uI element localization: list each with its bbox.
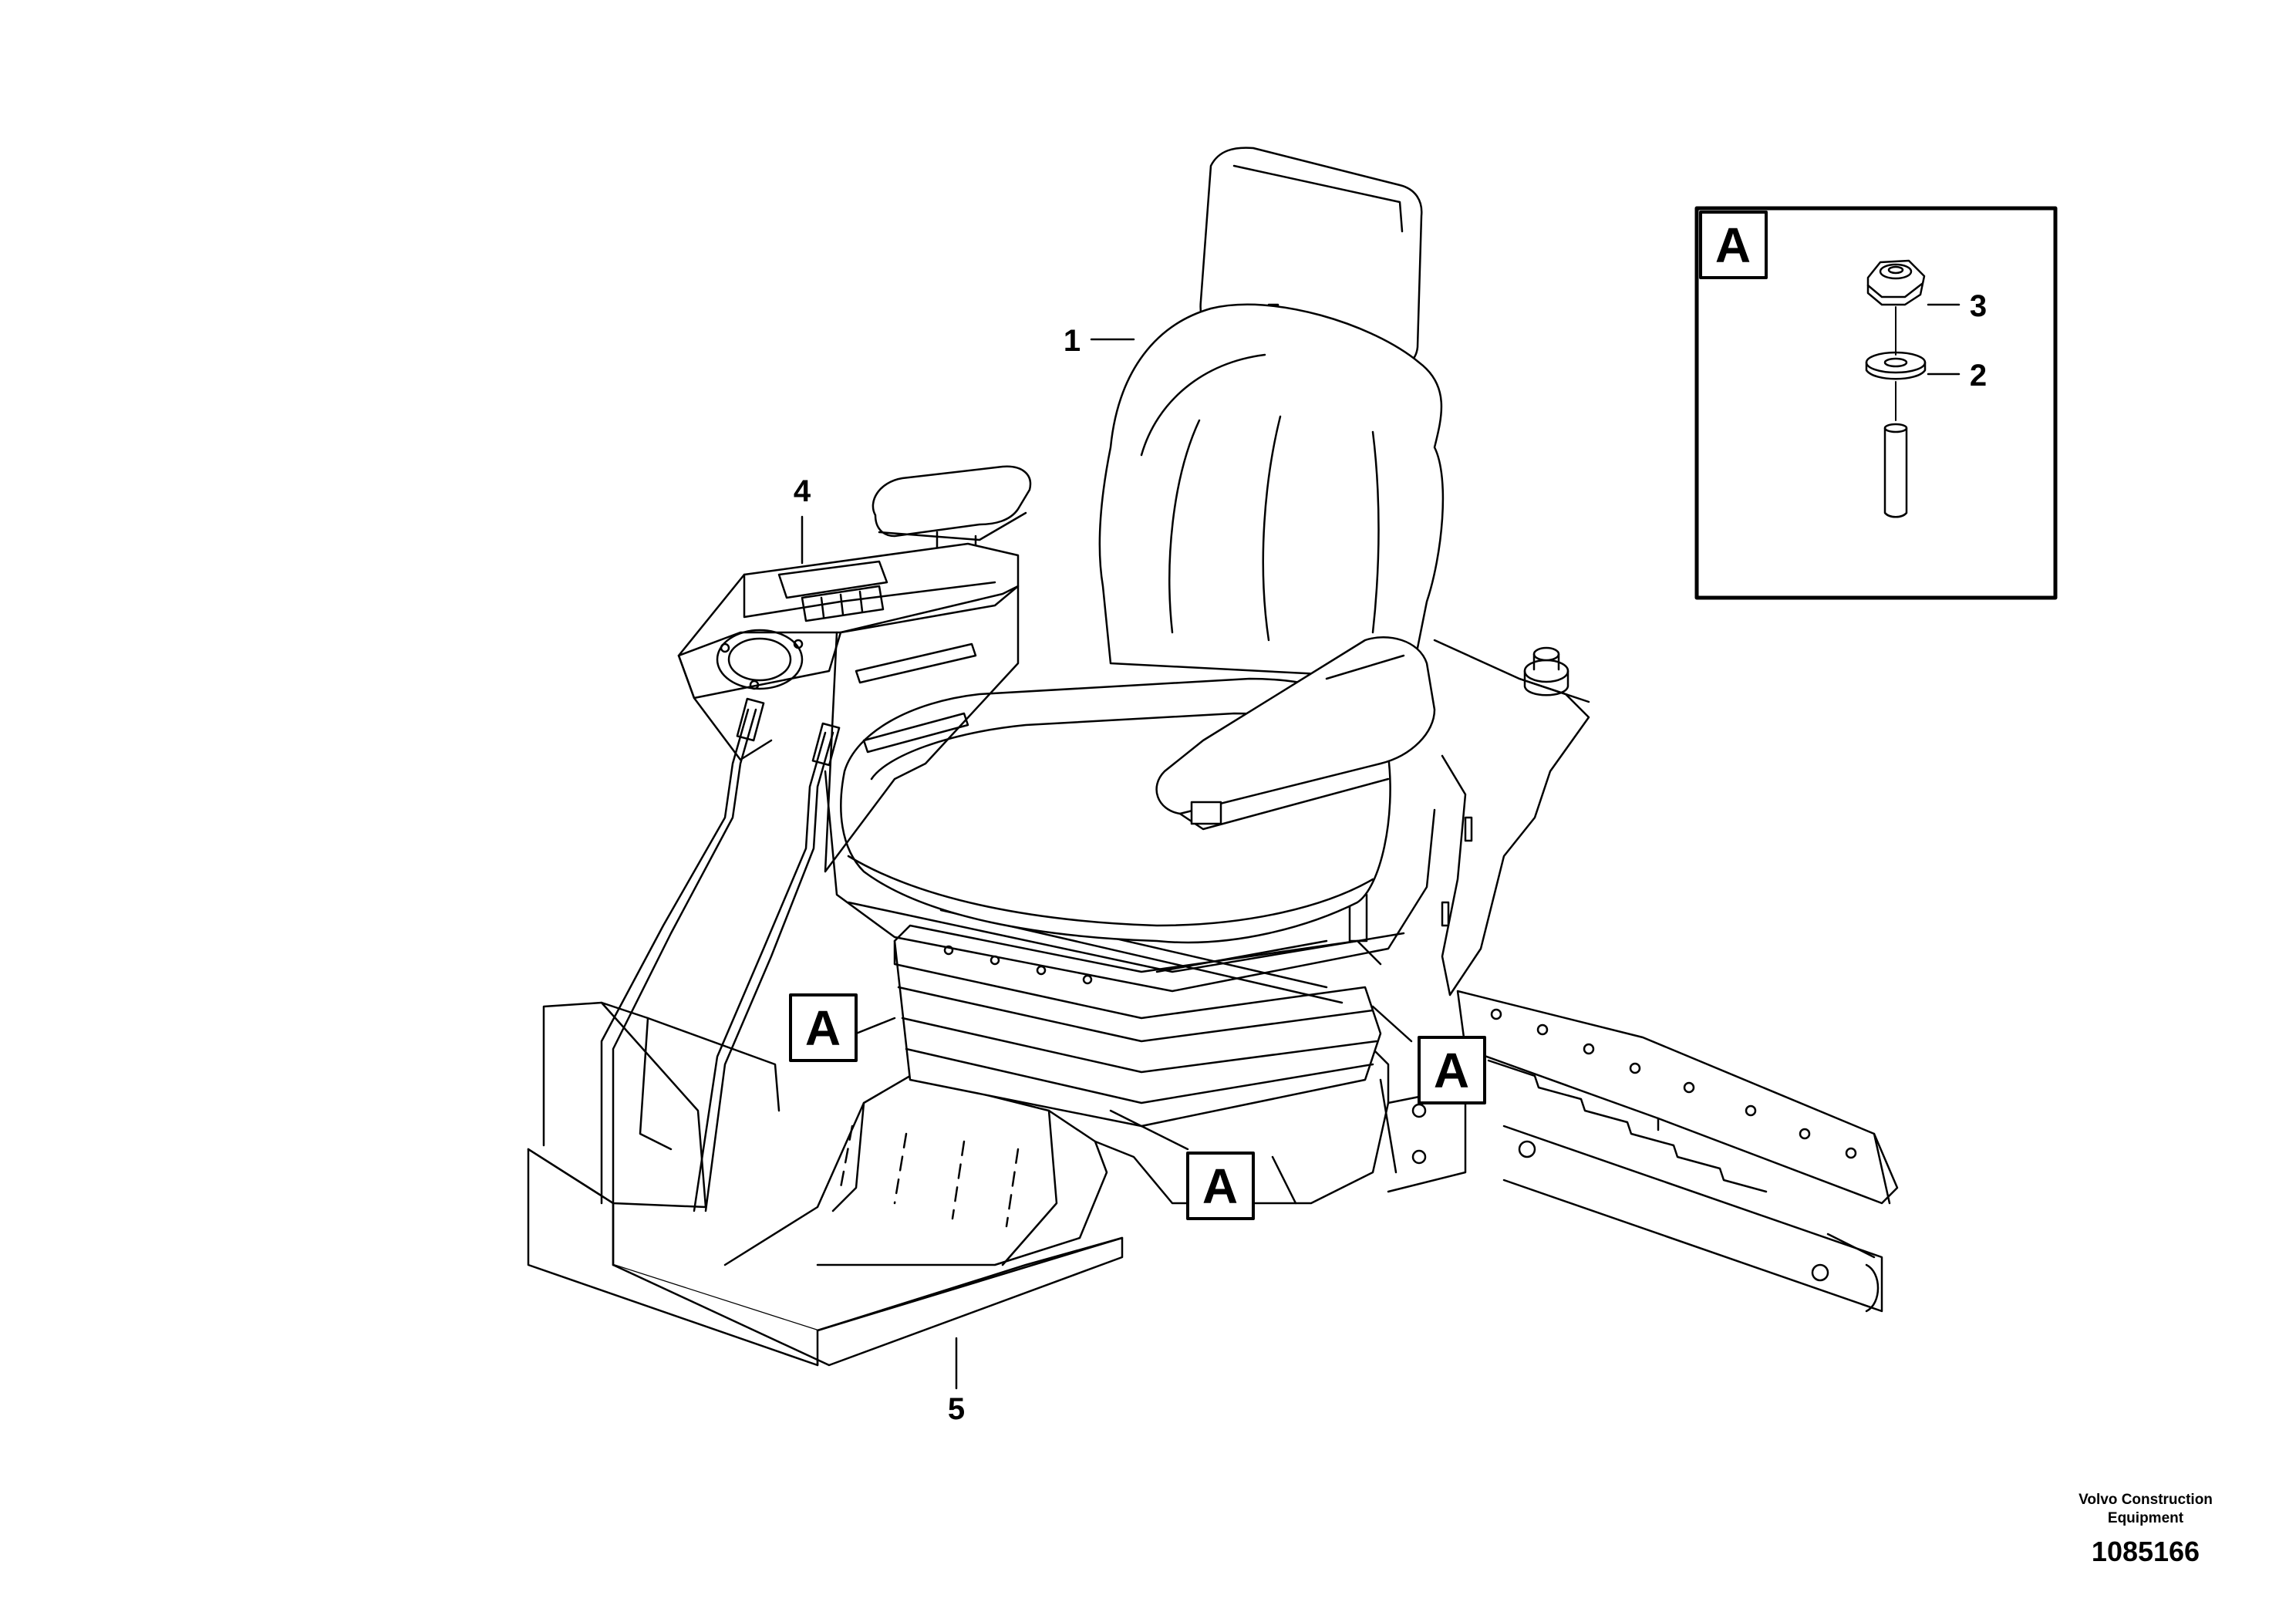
- detail-marker-2: A: [1419, 1037, 1485, 1103]
- detail-marker-1: A: [791, 995, 856, 1061]
- detail-box: A: [1697, 208, 2055, 598]
- detail-marker-label: A: [1202, 1158, 1238, 1214]
- detail-marker-label: A: [805, 1000, 841, 1056]
- detail-marker-3: A: [1188, 1153, 1253, 1219]
- manufacturer-name: Volvo Construction Equipment: [2079, 1492, 2213, 1526]
- seat-rail: [1458, 991, 1897, 1311]
- seat-suspension: [895, 868, 1381, 1126]
- side-bracket: [1435, 640, 1589, 995]
- detail-marker-label: A: [1434, 1043, 1469, 1098]
- stud-part: [1885, 424, 1907, 517]
- callout-2: 2: [1970, 359, 1987, 393]
- nut-part: [1868, 261, 1924, 305]
- detail-box-label: A: [1715, 218, 1751, 273]
- part-id: 1085166: [2091, 1536, 2200, 1567]
- callout-3: 3: [1970, 289, 1987, 323]
- console: [602, 467, 1030, 1211]
- seat: [825, 148, 1443, 991]
- footer: Volvo Construction Equipment 1085166: [2057, 1491, 2234, 1568]
- callout-5: 5: [948, 1392, 965, 1426]
- callout-1: 1: [1064, 324, 1081, 358]
- leader-lines: [802, 339, 1411, 1149]
- callout-4: 4: [794, 474, 811, 508]
